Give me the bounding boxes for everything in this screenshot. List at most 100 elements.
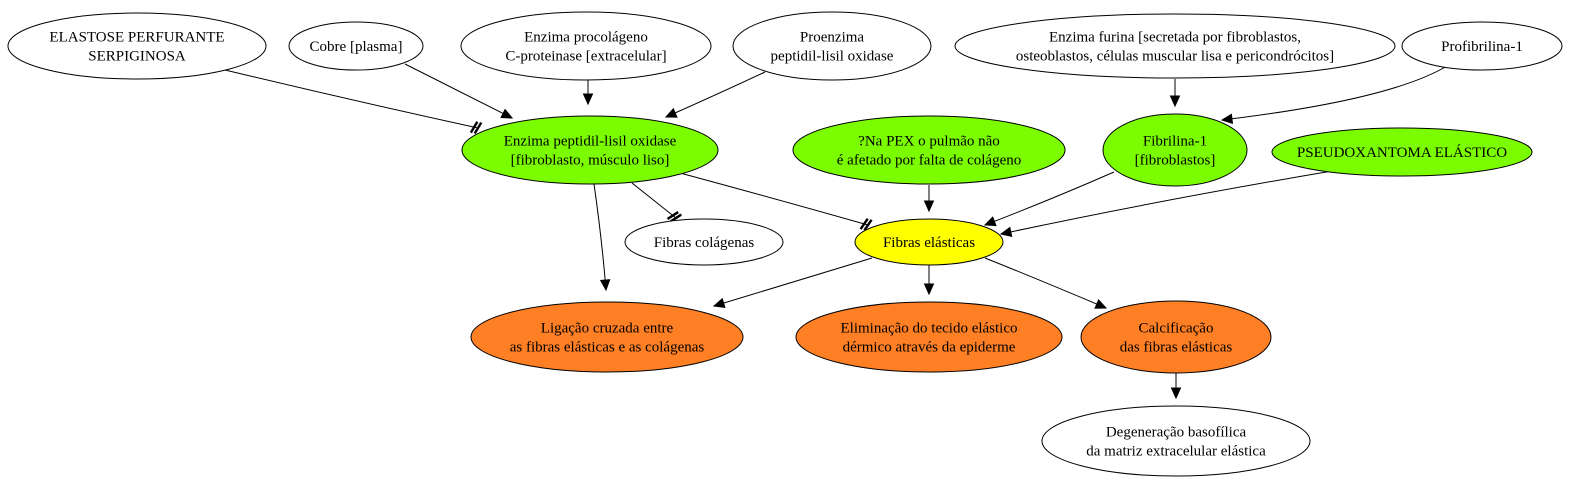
node-cobre: Cobre [plasma] <box>288 21 424 71</box>
node-shape <box>1102 113 1248 187</box>
node-lisil: Enzima peptidil-lisil oxidase [fibroblast… <box>461 115 719 185</box>
edge-line <box>665 71 766 118</box>
node-shape <box>1041 405 1311 477</box>
node-label-line: ?Na PEX o pulmão não <box>858 134 1000 150</box>
edge-line <box>593 183 607 291</box>
edge-line <box>713 257 873 307</box>
edge-profibrilina-fibrilina <box>1220 65 1448 124</box>
node-label-line: ELASTOSE PERFURANTE <box>49 30 224 46</box>
edge-procolageno-lisil <box>582 80 594 106</box>
arrowhead-icon <box>664 107 678 118</box>
node-label-line: as fibras elásticas e as colágenas <box>510 340 705 356</box>
node-label-line: C-proteinase [extracelular] <box>505 49 666 65</box>
arrowhead-icon <box>582 93 594 106</box>
node-label-line: Calcificação <box>1139 321 1214 337</box>
node-fibras-colagenas: Fibras colágenas <box>624 218 784 266</box>
edge-furina-fibrilina <box>1169 79 1181 108</box>
node-label-line: é afetado por falta de colágeno <box>837 153 1021 169</box>
node-eliminacao: Eliminação do tecido elástico dérmico atr… <box>795 301 1063 373</box>
edge-cobre-lisil <box>404 63 514 119</box>
node-label-line: Degeneração basofílica <box>1106 425 1247 441</box>
edge-line <box>1000 169 1339 235</box>
edge-lisil-fibras_elasticas <box>679 172 873 231</box>
edge-pex_pulmao-fibras_elasticas <box>923 185 935 213</box>
edge-fibras_elasticas-ligacao <box>712 257 873 309</box>
node-shape <box>470 301 744 373</box>
node-calcificacao: Calcificação das fibras elásticas <box>1080 300 1272 374</box>
edge-line <box>404 63 513 119</box>
node-label-line: das fibras elásticas <box>1120 340 1233 356</box>
edge-line <box>984 257 1107 309</box>
node-shape <box>461 115 719 185</box>
node-label-line: Fibras colágenas <box>654 235 755 251</box>
edge-fibras_elasticas-calcificacao <box>984 257 1108 309</box>
node-fibrilina: Fibrilina-1 [fibroblastos] <box>1102 113 1248 187</box>
node-label-line: Profibrilina-1 <box>1441 39 1523 55</box>
edge-line <box>984 171 1115 226</box>
node-shape <box>792 115 1066 185</box>
node-label-line: Proenzima <box>800 30 864 46</box>
node-shape <box>7 12 267 80</box>
edge-line <box>679 172 869 226</box>
node-label-line: [fibroblasto, músculo liso] <box>511 153 670 169</box>
node-label-line: PSEUDOXANTOMA ELÁSTICO <box>1297 144 1507 161</box>
node-pseudoxantoma: PSEUDOXANTOMA ELÁSTICO <box>1271 127 1533 177</box>
edge-proenzima-lisil <box>664 71 766 118</box>
node-shape <box>954 13 1396 79</box>
node-label-line: osteoblastos, células muscular lisa e pe… <box>1016 49 1334 65</box>
node-label-line: Fibrilina-1 <box>1143 134 1207 150</box>
node-label-line: dérmico através da epiderme <box>843 340 1016 356</box>
node-shape <box>732 11 932 81</box>
node-label-line: Eliminação do tecido elástico <box>840 321 1017 337</box>
edge-line <box>1221 65 1448 121</box>
tee-marker-icon <box>469 121 483 135</box>
edge-lisil-ligacao <box>593 183 611 292</box>
arrowhead-icon <box>983 216 997 227</box>
node-shape <box>854 218 1004 266</box>
node-label-line: peptidil-lisil oxidase <box>771 49 894 65</box>
node-fibras-elasticas: Fibras elásticas <box>854 218 1004 266</box>
edge-fibras_elasticas-eliminacao <box>923 265 935 296</box>
arrowhead-icon <box>1170 387 1182 400</box>
node-label-line: Cobre [plasma] <box>310 39 403 55</box>
node-label-line: SERPIGINOSA <box>88 49 186 65</box>
arrowhead-icon <box>599 279 611 292</box>
arrowhead-icon <box>1169 95 1181 108</box>
tee-marker-icon <box>666 211 682 223</box>
node-profibrilina: Profibrilina-1 <box>1401 21 1563 71</box>
edge-calcificacao-degeneracao <box>1170 373 1182 400</box>
node-furina: Enzima furina [secretada por fibroblasto… <box>954 13 1396 79</box>
arrowhead-icon <box>923 200 935 213</box>
node-label-line: [fibroblastos] <box>1135 153 1216 169</box>
node-label-line: Enzima procolágeno <box>524 30 648 46</box>
node-shape <box>460 11 712 81</box>
edge-elastose-lisil <box>224 69 483 135</box>
arrowhead-icon <box>1220 113 1234 124</box>
node-proenzima: Proenzima peptidil-lisil oxidase <box>732 11 932 81</box>
edge-fibrilina-fibras_elasticas <box>983 171 1115 227</box>
edge-pseudoxantoma-fibras_elasticas <box>999 169 1339 237</box>
edge-line <box>631 182 677 219</box>
nodes-layer: ELASTOSE PERFURANTE SERPIGINOSA Cobre [pla… <box>7 11 1563 477</box>
node-shape <box>1271 127 1533 177</box>
node-label-line: Fibras elásticas <box>883 235 975 251</box>
node-shape <box>1401 21 1563 71</box>
edges-layer <box>224 63 1448 400</box>
node-shape <box>795 301 1063 373</box>
arrowhead-icon <box>500 108 514 119</box>
arrowhead-icon <box>712 297 726 309</box>
node-elastose: ELASTOSE PERFURANTE SERPIGINOSA <box>7 12 267 80</box>
node-label-line: Enzima peptidil-lisil oxidase <box>504 134 677 150</box>
arrowhead-icon <box>1094 299 1108 309</box>
node-shape <box>624 218 784 266</box>
arrowhead-icon <box>999 226 1013 237</box>
node-shape <box>1080 300 1272 374</box>
arrowhead-icon <box>923 283 935 296</box>
node-shape <box>288 21 424 71</box>
tee-marker-icon <box>859 218 873 231</box>
node-pex-pulmao: ?Na PEX o pulmão não é afetado por falta … <box>792 115 1066 185</box>
edge-lisil-fibras_colagenas <box>631 182 682 223</box>
